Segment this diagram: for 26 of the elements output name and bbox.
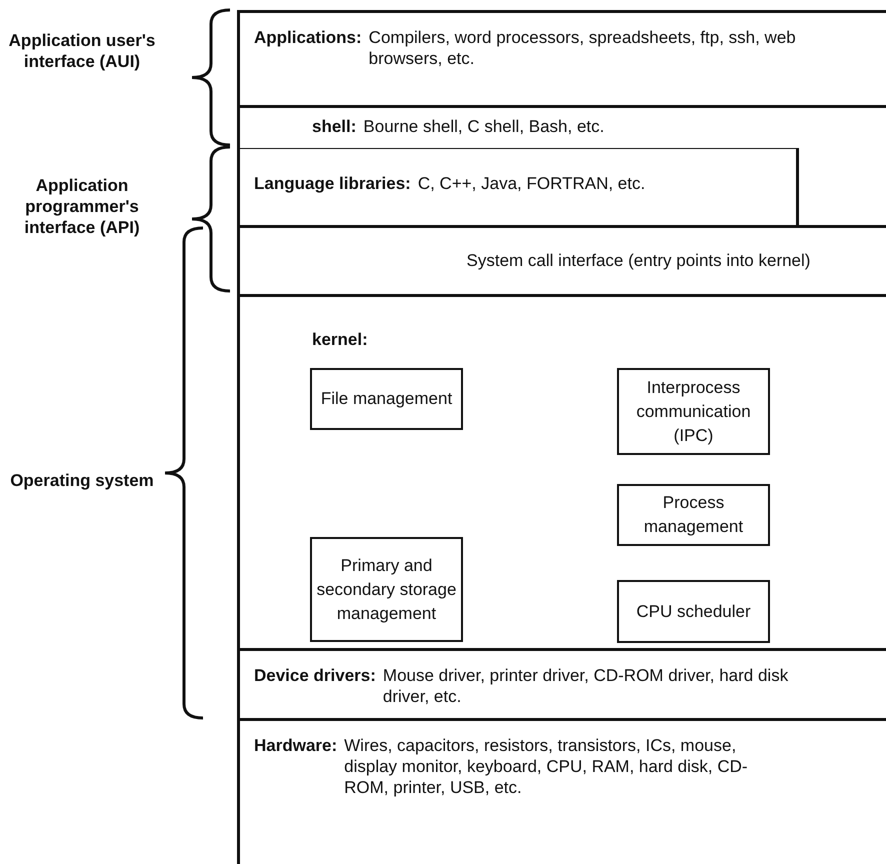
layer-heading: kernel: xyxy=(312,329,368,350)
layer-heading: Applications: xyxy=(254,27,362,49)
brace-label: Application programmer's interface (API) xyxy=(23,175,141,238)
layer-description: Wires, capacitors, resistors, transistors, ICs, mouse, display monitor, keyboard, CPU, RAM, hard disk, CD-ROM, printer, USB, etc. xyxy=(344,735,749,798)
layer-description: System call interface (entry points into kernel) xyxy=(466,250,812,271)
layer-description: C, C++, Java, FORTRAN, etc. xyxy=(418,173,646,194)
component-box: Process management xyxy=(617,484,770,546)
component-box: File management xyxy=(310,368,463,430)
layer-band xyxy=(237,294,886,650)
component-box: CPU scheduler xyxy=(617,580,770,643)
layer-heading: Hardware: xyxy=(254,735,338,757)
layer-description: Compilers, word processors, spreadsheets, ftp, ssh, web browsers, etc. xyxy=(368,27,797,69)
layer-heading: Language libraries: xyxy=(254,173,411,194)
brace-label: Application user's interface (AUI) xyxy=(8,30,156,72)
component-box: Primary and secondary storage management xyxy=(310,537,463,642)
layer-band xyxy=(237,105,886,148)
layer-heading: shell: xyxy=(312,116,356,137)
layer-heading: Device drivers: xyxy=(254,665,376,687)
layer-band xyxy=(237,146,799,227)
component-box: Interprocess communication (IPC) xyxy=(617,368,770,455)
brace-label: Operating system xyxy=(9,470,155,491)
layer-band xyxy=(237,648,886,719)
layer-band xyxy=(237,225,886,296)
layer-band xyxy=(237,10,886,107)
layer-description: Bourne shell, C shell, Bash, etc. xyxy=(363,116,606,137)
layer-description: Mouse driver, printer driver, CD-ROM driver, hard disk driver, etc. xyxy=(382,665,790,707)
